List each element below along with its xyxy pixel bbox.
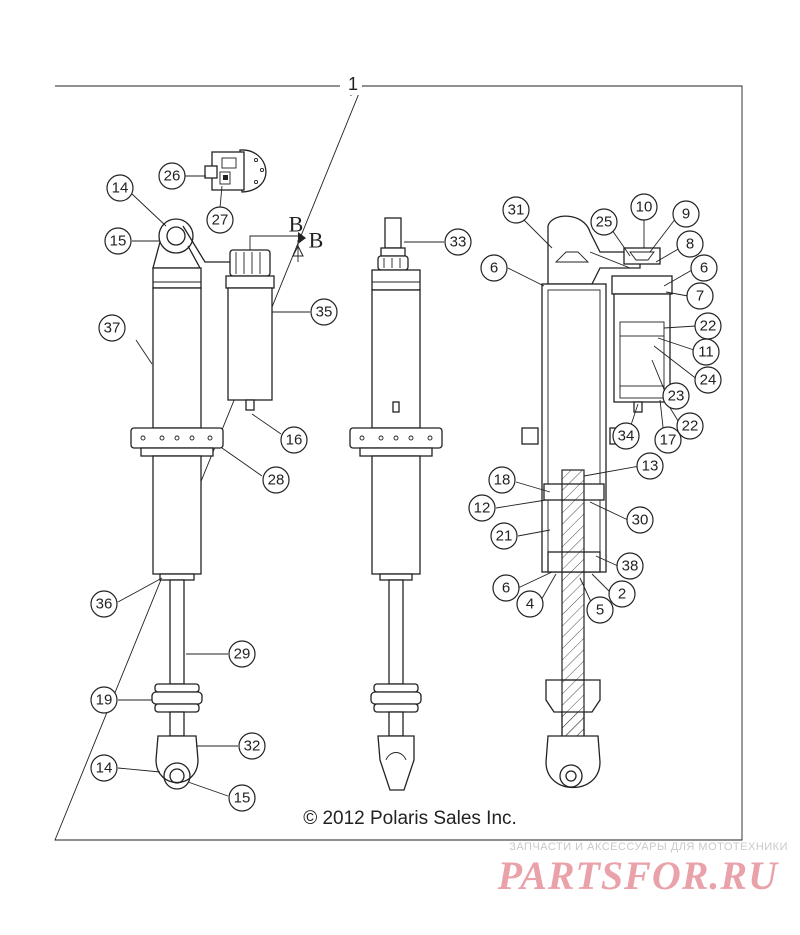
- callout-label: 31: [508, 202, 525, 219]
- callout[interactable]: 14: [106, 174, 134, 202]
- callout-label: 2: [618, 586, 626, 603]
- callout[interactable]: 32: [238, 732, 266, 760]
- callout[interactable]: 22: [694, 312, 722, 340]
- callout-label: 7: [696, 288, 704, 305]
- callout-label: 33: [450, 234, 467, 251]
- view-marker-b1: B: [289, 212, 304, 237]
- callout-label: 29: [234, 646, 251, 663]
- callout[interactable]: 6: [492, 574, 520, 602]
- callout-label: 26: [164, 168, 181, 185]
- callout[interactable]: 13: [636, 452, 664, 480]
- watermark-tagline: ЗАПЧАСТИ И АКСЕССУАРЫ ДЛЯ МОТОТЕХНИКИ: [509, 841, 788, 853]
- callout-label: 6: [490, 260, 498, 277]
- callout-label: 13: [642, 458, 659, 475]
- callout[interactable]: 6: [480, 254, 508, 282]
- callouts: 26 27 14 15 37 35 16 28 36 29 19 32 14 1…: [90, 162, 722, 812]
- callout[interactable]: 28: [262, 466, 290, 494]
- callout-label: 30: [632, 512, 649, 529]
- callout[interactable]: 36: [90, 590, 118, 618]
- callout-label: 14: [112, 180, 129, 197]
- remote-reservoir: B B: [225, 212, 324, 411]
- callout[interactable]: 37: [98, 314, 126, 342]
- callout[interactable]: 27: [206, 206, 234, 234]
- callout[interactable]: 21: [490, 522, 518, 550]
- callout-label: 6: [700, 260, 708, 277]
- callout[interactable]: 5: [586, 596, 614, 624]
- callout[interactable]: 11: [692, 338, 720, 366]
- callout-label: 22: [682, 418, 699, 435]
- callout-label: 28: [268, 472, 285, 489]
- callout[interactable]: 18: [488, 466, 516, 494]
- callout[interactable]: 38: [616, 552, 644, 580]
- callout[interactable]: 34: [612, 422, 640, 450]
- callout[interactable]: 9: [672, 200, 700, 228]
- callout-label: 19: [96, 692, 113, 709]
- callout-label: 25: [596, 214, 613, 231]
- callout[interactable]: 35: [310, 298, 338, 326]
- callout-label: 34: [618, 428, 635, 445]
- callout[interactable]: 7: [686, 282, 714, 310]
- callout-label: 4: [526, 596, 534, 613]
- callout[interactable]: 24: [694, 366, 722, 394]
- callout-label: 17: [660, 432, 677, 449]
- callout-label: 37: [104, 320, 121, 337]
- callout-label: 23: [668, 388, 685, 405]
- adjuster-knob-detail: [204, 149, 267, 193]
- callout[interactable]: 15: [228, 784, 256, 812]
- middle-shock-side: [349, 217, 443, 791]
- callout[interactable]: 29: [228, 640, 256, 668]
- watermark-brand: PARTSFOR.RU: [497, 853, 778, 898]
- callout[interactable]: 23: [662, 382, 690, 410]
- callout-label: 24: [700, 372, 717, 389]
- callout-label: 18: [494, 472, 511, 489]
- callout[interactable]: 6: [690, 254, 718, 282]
- callout[interactable]: 26: [158, 162, 186, 190]
- callout-label: 32: [244, 738, 261, 755]
- callout[interactable]: 25: [590, 208, 618, 236]
- callout-label: 11: [698, 344, 714, 361]
- right-shock-section: [521, 215, 641, 789]
- callout[interactable]: 8: [676, 230, 704, 258]
- callout-label: 35: [316, 304, 333, 321]
- callout-label: 5: [596, 602, 604, 619]
- callout-label: 6: [502, 580, 510, 597]
- assembly-frame: [54, 85, 743, 841]
- callout[interactable]: 15: [104, 227, 132, 255]
- callout-label: 16: [286, 432, 303, 449]
- callout-label: 22: [700, 318, 717, 335]
- callout[interactable]: 17: [654, 426, 682, 454]
- callout[interactable]: 31: [502, 196, 530, 224]
- callout[interactable]: 33: [444, 228, 472, 256]
- callout[interactable]: 22: [676, 412, 704, 440]
- callout-label: 12: [474, 500, 491, 517]
- callout[interactable]: 12: [468, 494, 496, 522]
- callout[interactable]: 19: [90, 686, 118, 714]
- callout-label: 9: [682, 206, 690, 223]
- right-reservoir-section: [611, 247, 673, 413]
- copyright-notice: © 2012 Polaris Sales Inc.: [303, 808, 517, 829]
- callout-label: 21: [496, 528, 513, 545]
- callout[interactable]: 14: [90, 754, 118, 782]
- callout-label: 15: [234, 790, 251, 807]
- callout[interactable]: 2: [608, 580, 636, 608]
- callout-label: 14: [96, 760, 113, 777]
- callout[interactable]: 16: [280, 426, 308, 454]
- callout-label: 36: [96, 596, 113, 613]
- view-marker-b2: B: [309, 228, 324, 253]
- callout[interactable]: 30: [626, 506, 654, 534]
- callout-label: 38: [622, 558, 639, 575]
- assembly-number: 1: [344, 74, 363, 95]
- callout-label: 8: [686, 236, 694, 253]
- callout[interactable]: 4: [516, 590, 544, 618]
- callout[interactable]: 10: [630, 193, 658, 221]
- left-shock-external: [130, 218, 230, 790]
- callout-label: 15: [110, 233, 127, 250]
- callout-label: 10: [636, 199, 653, 216]
- callout-label: 27: [212, 212, 229, 229]
